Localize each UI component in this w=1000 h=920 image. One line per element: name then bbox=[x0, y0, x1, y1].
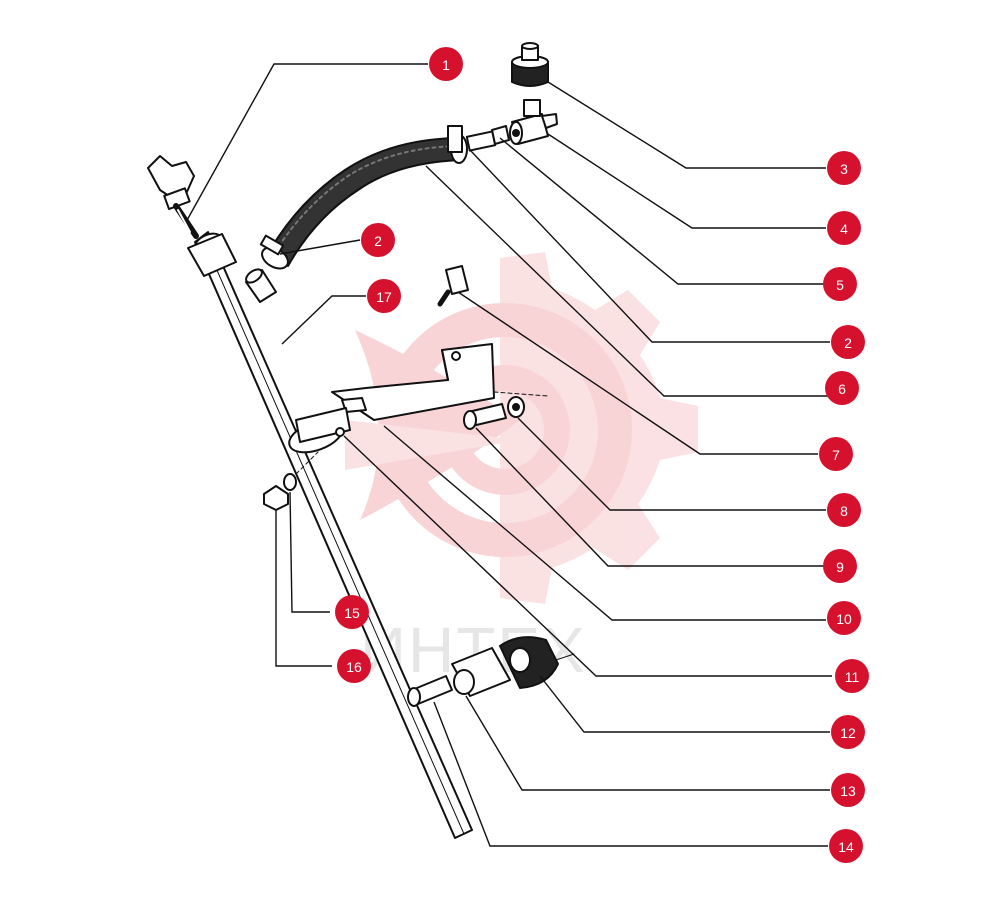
bolt-and-washer bbox=[463, 391, 549, 430]
callout-8: 7 bbox=[819, 437, 853, 471]
callout-17: 16 bbox=[337, 649, 371, 683]
nut-and-washer bbox=[263, 451, 319, 511]
callout-label: 8 bbox=[840, 503, 848, 519]
callout-1: 1 bbox=[429, 47, 463, 81]
callout-marker bbox=[335, 595, 369, 629]
callout-marker bbox=[831, 773, 865, 807]
callout-label: 1 bbox=[442, 57, 450, 73]
callout-marker bbox=[825, 371, 859, 405]
threaded-connector bbox=[465, 125, 510, 152]
callout-label: 9 bbox=[836, 559, 844, 575]
callout-label: 2 bbox=[374, 233, 382, 249]
small-bolt bbox=[437, 265, 469, 307]
tee-fitting bbox=[509, 99, 558, 145]
callout-label: 12 bbox=[840, 725, 856, 741]
callout-9: 8 bbox=[827, 493, 861, 527]
callout-10: 9 bbox=[823, 549, 857, 583]
leader-lines bbox=[185, 63, 832, 847]
hose-clamp-upper bbox=[447, 125, 463, 153]
callout-marker bbox=[367, 279, 401, 313]
lower-flange bbox=[451, 636, 575, 697]
callout-label: 3 bbox=[840, 161, 848, 177]
callout-marker bbox=[819, 437, 853, 471]
lower-bolt bbox=[407, 675, 453, 707]
leader-2a bbox=[279, 239, 361, 255]
tube-clamp bbox=[288, 407, 351, 454]
watermark-swoosh-icon bbox=[355, 330, 520, 520]
callout-3: 3 bbox=[827, 151, 861, 185]
bracket bbox=[331, 343, 495, 421]
leader-1 bbox=[185, 63, 428, 223]
callout-11: 10 bbox=[827, 601, 861, 635]
leader-5 bbox=[499, 137, 826, 285]
curved-hose bbox=[261, 134, 468, 270]
callout-label: 10 bbox=[836, 611, 852, 627]
callout-6: 2 bbox=[831, 325, 865, 359]
callout-marker bbox=[361, 223, 395, 257]
callout-label: 7 bbox=[832, 447, 840, 463]
callout-label: 14 bbox=[838, 839, 854, 855]
hose-clamp-lower bbox=[259, 234, 285, 256]
callout-4: 4 bbox=[827, 211, 861, 245]
leader-4 bbox=[547, 133, 826, 229]
side-stub bbox=[245, 268, 277, 303]
main-tube bbox=[187, 231, 473, 839]
leader-10 bbox=[383, 425, 826, 621]
callout-label: 2 bbox=[844, 335, 852, 351]
callout-marker bbox=[835, 659, 869, 693]
callout-label: 15 bbox=[344, 605, 360, 621]
callout-marker bbox=[827, 211, 861, 245]
leader-3 bbox=[547, 81, 826, 169]
callout-7: 6 bbox=[825, 371, 859, 405]
callout-marker bbox=[337, 649, 371, 683]
leader-13 bbox=[465, 695, 830, 791]
callout-14: 13 bbox=[831, 773, 865, 807]
callout-marker bbox=[831, 325, 865, 359]
leader-6 bbox=[425, 165, 828, 397]
leader-12 bbox=[539, 675, 830, 733]
watermark-logo bbox=[345, 252, 698, 604]
callout-label: 16 bbox=[346, 659, 362, 675]
leader-15 bbox=[289, 491, 330, 613]
callout-marker bbox=[831, 715, 865, 749]
callout-15: 14 bbox=[829, 829, 863, 863]
callout-marker bbox=[827, 601, 861, 635]
leader-11 bbox=[343, 435, 832, 677]
callout-18: 17 bbox=[367, 279, 401, 313]
leader-2b bbox=[469, 149, 830, 343]
callout-label: 4 bbox=[840, 221, 848, 237]
leader-14 bbox=[433, 701, 828, 847]
callout-2: 2 bbox=[361, 223, 395, 257]
callout-marker bbox=[827, 493, 861, 527]
parts bbox=[147, 42, 575, 839]
callout-marker bbox=[429, 47, 463, 81]
callout-marker bbox=[823, 267, 857, 301]
callout-marker bbox=[823, 549, 857, 583]
callout-label: 5 bbox=[836, 277, 844, 293]
leader-17 bbox=[281, 295, 366, 345]
callout-label: 11 bbox=[845, 669, 860, 685]
cap bbox=[511, 42, 549, 87]
callout-12: 11 bbox=[835, 659, 869, 693]
callout-label: 13 bbox=[840, 783, 856, 799]
callout-marker bbox=[827, 151, 861, 185]
leader-16 bbox=[275, 510, 332, 667]
leader-7 bbox=[457, 291, 818, 455]
leader-8 bbox=[517, 417, 826, 511]
callout-label: 17 bbox=[376, 289, 392, 305]
callout-13: 12 bbox=[831, 715, 865, 749]
callout-marker bbox=[829, 829, 863, 863]
wing-fitting bbox=[147, 155, 199, 239]
callout-5: 5 bbox=[823, 267, 857, 301]
callout-label: 6 bbox=[838, 381, 846, 397]
callout-16: 15 bbox=[335, 595, 369, 629]
leader-9 bbox=[475, 427, 826, 567]
